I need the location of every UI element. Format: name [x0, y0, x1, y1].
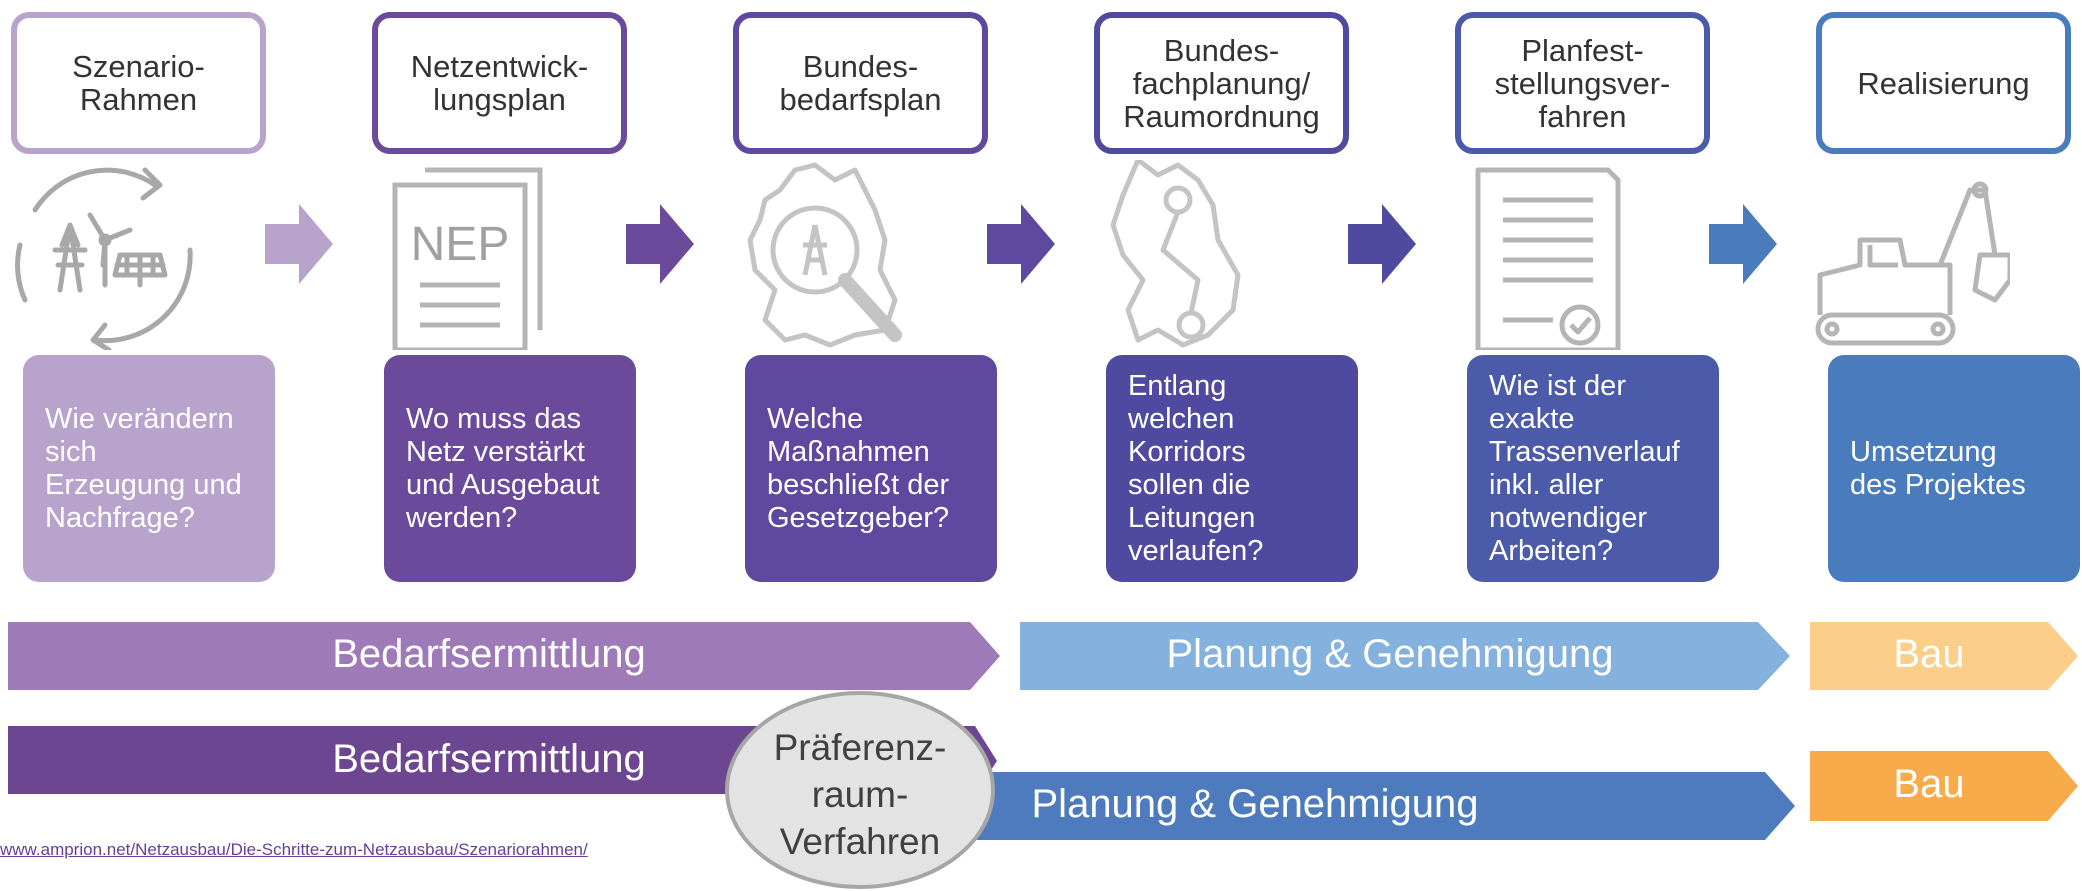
- phase-label-planung: Planung & Genehmigung: [1166, 632, 1614, 676]
- phase-arrow-bau-new: [1810, 751, 2078, 821]
- scenario-cycle-icon: [15, 167, 193, 350]
- question-text: Entlang welchen Korridors sollen die Lei…: [1128, 369, 1264, 567]
- question-text: Umsetzung des Projektes: [1850, 435, 2026, 501]
- phase-label-bedarfsermittlung: Bedarfsermittlung: [332, 632, 646, 676]
- nep-document-icon: NEP: [392, 167, 543, 350]
- question-text: Welche Maßnahmen beschließt der Gesetzge…: [767, 402, 950, 534]
- source-link[interactable]: www.amprion.net/Netzausbau/Die-Schritte-…: [0, 840, 588, 859]
- step-arrow-1: [265, 204, 333, 284]
- step-arrow-2: [626, 204, 694, 284]
- phase-label-bau-new: Bau: [1893, 762, 1965, 806]
- excavator-icon: [1815, 181, 2010, 346]
- praeferenzraum-oval: [725, 691, 995, 889]
- phase-arrow-planung-new: [975, 772, 1795, 840]
- phase-arrow-bedarfsermittlung: [8, 622, 1000, 690]
- phase-label-bau: Bau: [1893, 632, 1965, 676]
- question-box-bundesbedarfsplan: Welche Maßnahmen beschließt der Gesetzge…: [745, 355, 997, 582]
- question-box-szenariorahmen: Wie verändern sich Erzeugung und Nachfra…: [23, 355, 275, 582]
- step-arrow-3: [987, 204, 1055, 284]
- question-box-bundesfachplanung: Entlang welchen Korridors sollen die Lei…: [1106, 355, 1358, 582]
- phase-label-bedarfsermittlung-new: Bedarfsermittlung: [332, 737, 646, 781]
- phase-label-planung-new: Planung & Genehmigung: [1031, 782, 1479, 826]
- step-title-planfeststellung: Planfest- stellungsver- fahren: [1455, 12, 1710, 154]
- phase-arrow-planung: [1020, 622, 1790, 690]
- step-arrow-4: [1348, 204, 1416, 284]
- step-title-szenariorahmen: Szenario- Rahmen: [11, 12, 266, 154]
- step-title-netzentwicklungsplan: Netzentwick- lungsplan: [372, 12, 627, 154]
- nep-icon-label: NEP: [411, 218, 510, 271]
- question-box-netzentwicklungsplan: Wo muss das Netz verstärkt und Ausgebaut…: [384, 355, 636, 582]
- praeferenzraum-label: Präferenz- raum- Verfahren: [773, 727, 947, 862]
- question-text: Wo muss das Netz verstärkt und Ausgebaut…: [406, 402, 600, 534]
- germany-search-icon: [747, 162, 902, 348]
- approval-document-icon: [1475, 167, 1621, 350]
- step-title-bundesbedarfsplan: Bundes- bedarfsplan: [733, 12, 988, 154]
- question-text: Wie ist der exakte Trassenverlauf inkl. …: [1489, 369, 1680, 567]
- step-title-realisierung: Realisierung: [1816, 12, 2071, 154]
- question-box-realisierung: Umsetzung des Projektes: [1828, 355, 2080, 582]
- step-title-bundesfachplanung: Bundes- fachplanung/ Raumordnung: [1094, 12, 1349, 154]
- phase-arrow-bau: [1810, 622, 2078, 690]
- germany-corridor-icon: [1110, 160, 1241, 348]
- step-arrow-5: [1709, 204, 1777, 284]
- question-text: Wie verändern sich Erzeugung und Nachfra…: [45, 402, 242, 534]
- question-box-planfeststellung: Wie ist der exakte Trassenverlauf inkl. …: [1467, 355, 1719, 582]
